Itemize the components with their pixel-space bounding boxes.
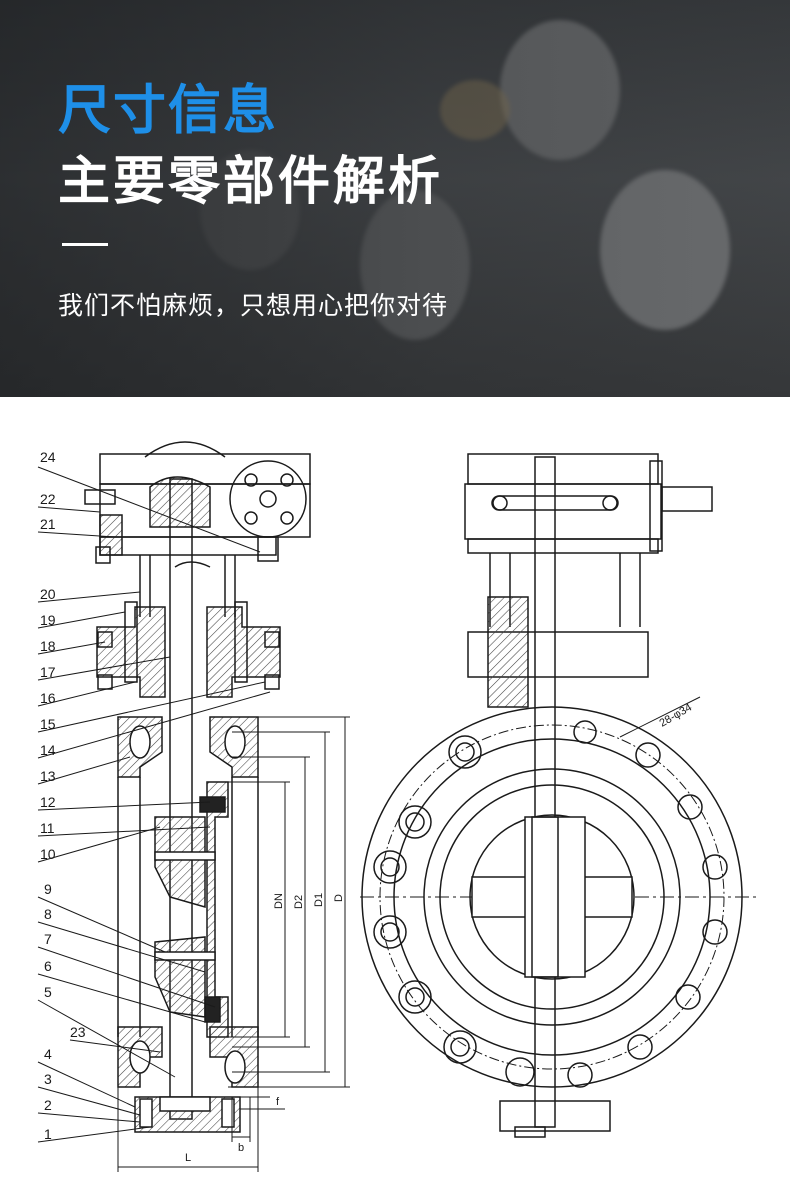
- bolt-circle: [379, 724, 725, 1070]
- part-label: 22: [40, 491, 56, 507]
- section-subtitle: 我们不怕麻烦，只想用心把你对待: [58, 291, 449, 320]
- dim-d: D: [333, 894, 345, 902]
- taper-pin: [154, 851, 216, 861]
- hero-banner: 尺寸信息 主要零部件解析 我们不怕麻烦，只想用心把你对待: [0, 0, 790, 397]
- gearbox-body-r: [464, 483, 662, 540]
- bolt-holes: [373, 720, 728, 1088]
- part-label: 24: [40, 449, 56, 465]
- dim-d1: D1: [313, 893, 325, 907]
- part-label: 4: [44, 1046, 52, 1062]
- part-labels: 24 22 21 20 19 18 17 16 15 14 13 12 11 1…: [40, 449, 86, 1142]
- bottom-plate-r: [499, 1100, 611, 1132]
- disc-lower: [154, 936, 206, 1018]
- dim-l: L: [185, 1152, 191, 1164]
- mount-plate: [99, 536, 277, 556]
- bolt: [244, 511, 258, 525]
- part-label: 18: [40, 638, 56, 654]
- bolt-callout: 28-φ34: [658, 702, 695, 730]
- dim-b: b: [238, 1142, 244, 1154]
- part-label: 11: [40, 820, 55, 836]
- disc-face: [469, 814, 635, 980]
- mount-plate-r: [467, 538, 659, 554]
- taper-pin: [154, 951, 216, 961]
- seat-outer: [423, 768, 681, 1026]
- part-label: 19: [40, 612, 56, 628]
- gearbox-dome: [144, 441, 226, 458]
- part-label: 10: [40, 846, 56, 862]
- flange-inner: [393, 738, 711, 1056]
- bolt-19: [124, 601, 138, 683]
- part-label: 15: [40, 716, 56, 732]
- bolt: [280, 473, 294, 487]
- part-label: 14: [40, 742, 56, 758]
- dimension-labels: DN D2 D1 D L f b 28-φ34: [185, 702, 694, 1164]
- seat-inner: [439, 784, 665, 1010]
- seal-7: [204, 996, 221, 1023]
- part-label: 23: [70, 1024, 86, 1040]
- gearbox-top-r: [467, 453, 659, 485]
- disc-rib-v: [524, 816, 586, 978]
- dim-f: f: [276, 1096, 280, 1108]
- disc-upper: [154, 816, 206, 908]
- bolt: [280, 511, 294, 525]
- part-label: 6: [44, 958, 52, 974]
- part-label: 2: [44, 1097, 52, 1113]
- handwheel-hub: [259, 490, 277, 508]
- valve-drawing: 24 22 21 20 19 18 17 16 15 14 13 12 11 1…: [37, 441, 760, 1172]
- part-label: 1: [44, 1126, 52, 1142]
- leader-lines: [37, 466, 701, 1143]
- part-label: 5: [44, 984, 52, 1000]
- part-label: 8: [44, 906, 52, 922]
- part-label: 20: [40, 586, 56, 602]
- dim-dn: DN: [273, 893, 285, 909]
- flange-outer: [361, 706, 743, 1088]
- bonnet-right: [206, 606, 281, 698]
- shaft-housing: [649, 460, 663, 552]
- bolt-head: [257, 536, 279, 562]
- gearbox-top: [99, 453, 311, 485]
- part-label: 17: [40, 664, 56, 680]
- bolt: [244, 473, 258, 487]
- bonnet-section-r: [487, 596, 529, 708]
- handwheel-disc: [229, 460, 307, 538]
- mount-flange-left: [99, 514, 123, 556]
- worm-gear: [149, 476, 211, 528]
- part-label: 21: [40, 516, 56, 532]
- hero-shade: [0, 0, 790, 397]
- section-title-white: 主要零部件解析: [58, 152, 444, 212]
- title-divider: [62, 243, 108, 246]
- section-title-blue: 尺寸信息: [58, 80, 278, 141]
- part-label: 12: [40, 794, 56, 810]
- seal-12: [199, 796, 226, 813]
- part-label: 9: [44, 881, 52, 897]
- bonnet-flange-r: [467, 631, 649, 678]
- input-shaft: [661, 486, 713, 512]
- stem: [169, 478, 193, 1120]
- part-label: 7: [44, 931, 52, 947]
- valve-diagram: 24 22 21 20 19 18 17 16 15 14 13 12 11 1…: [0, 397, 790, 1191]
- part-label: 16: [40, 690, 56, 706]
- part-label: 13: [40, 768, 56, 784]
- stem-r: [534, 456, 556, 1128]
- dim-d2: D2: [293, 895, 305, 909]
- part-label: 3: [44, 1071, 52, 1087]
- bolt-19b: [234, 601, 248, 683]
